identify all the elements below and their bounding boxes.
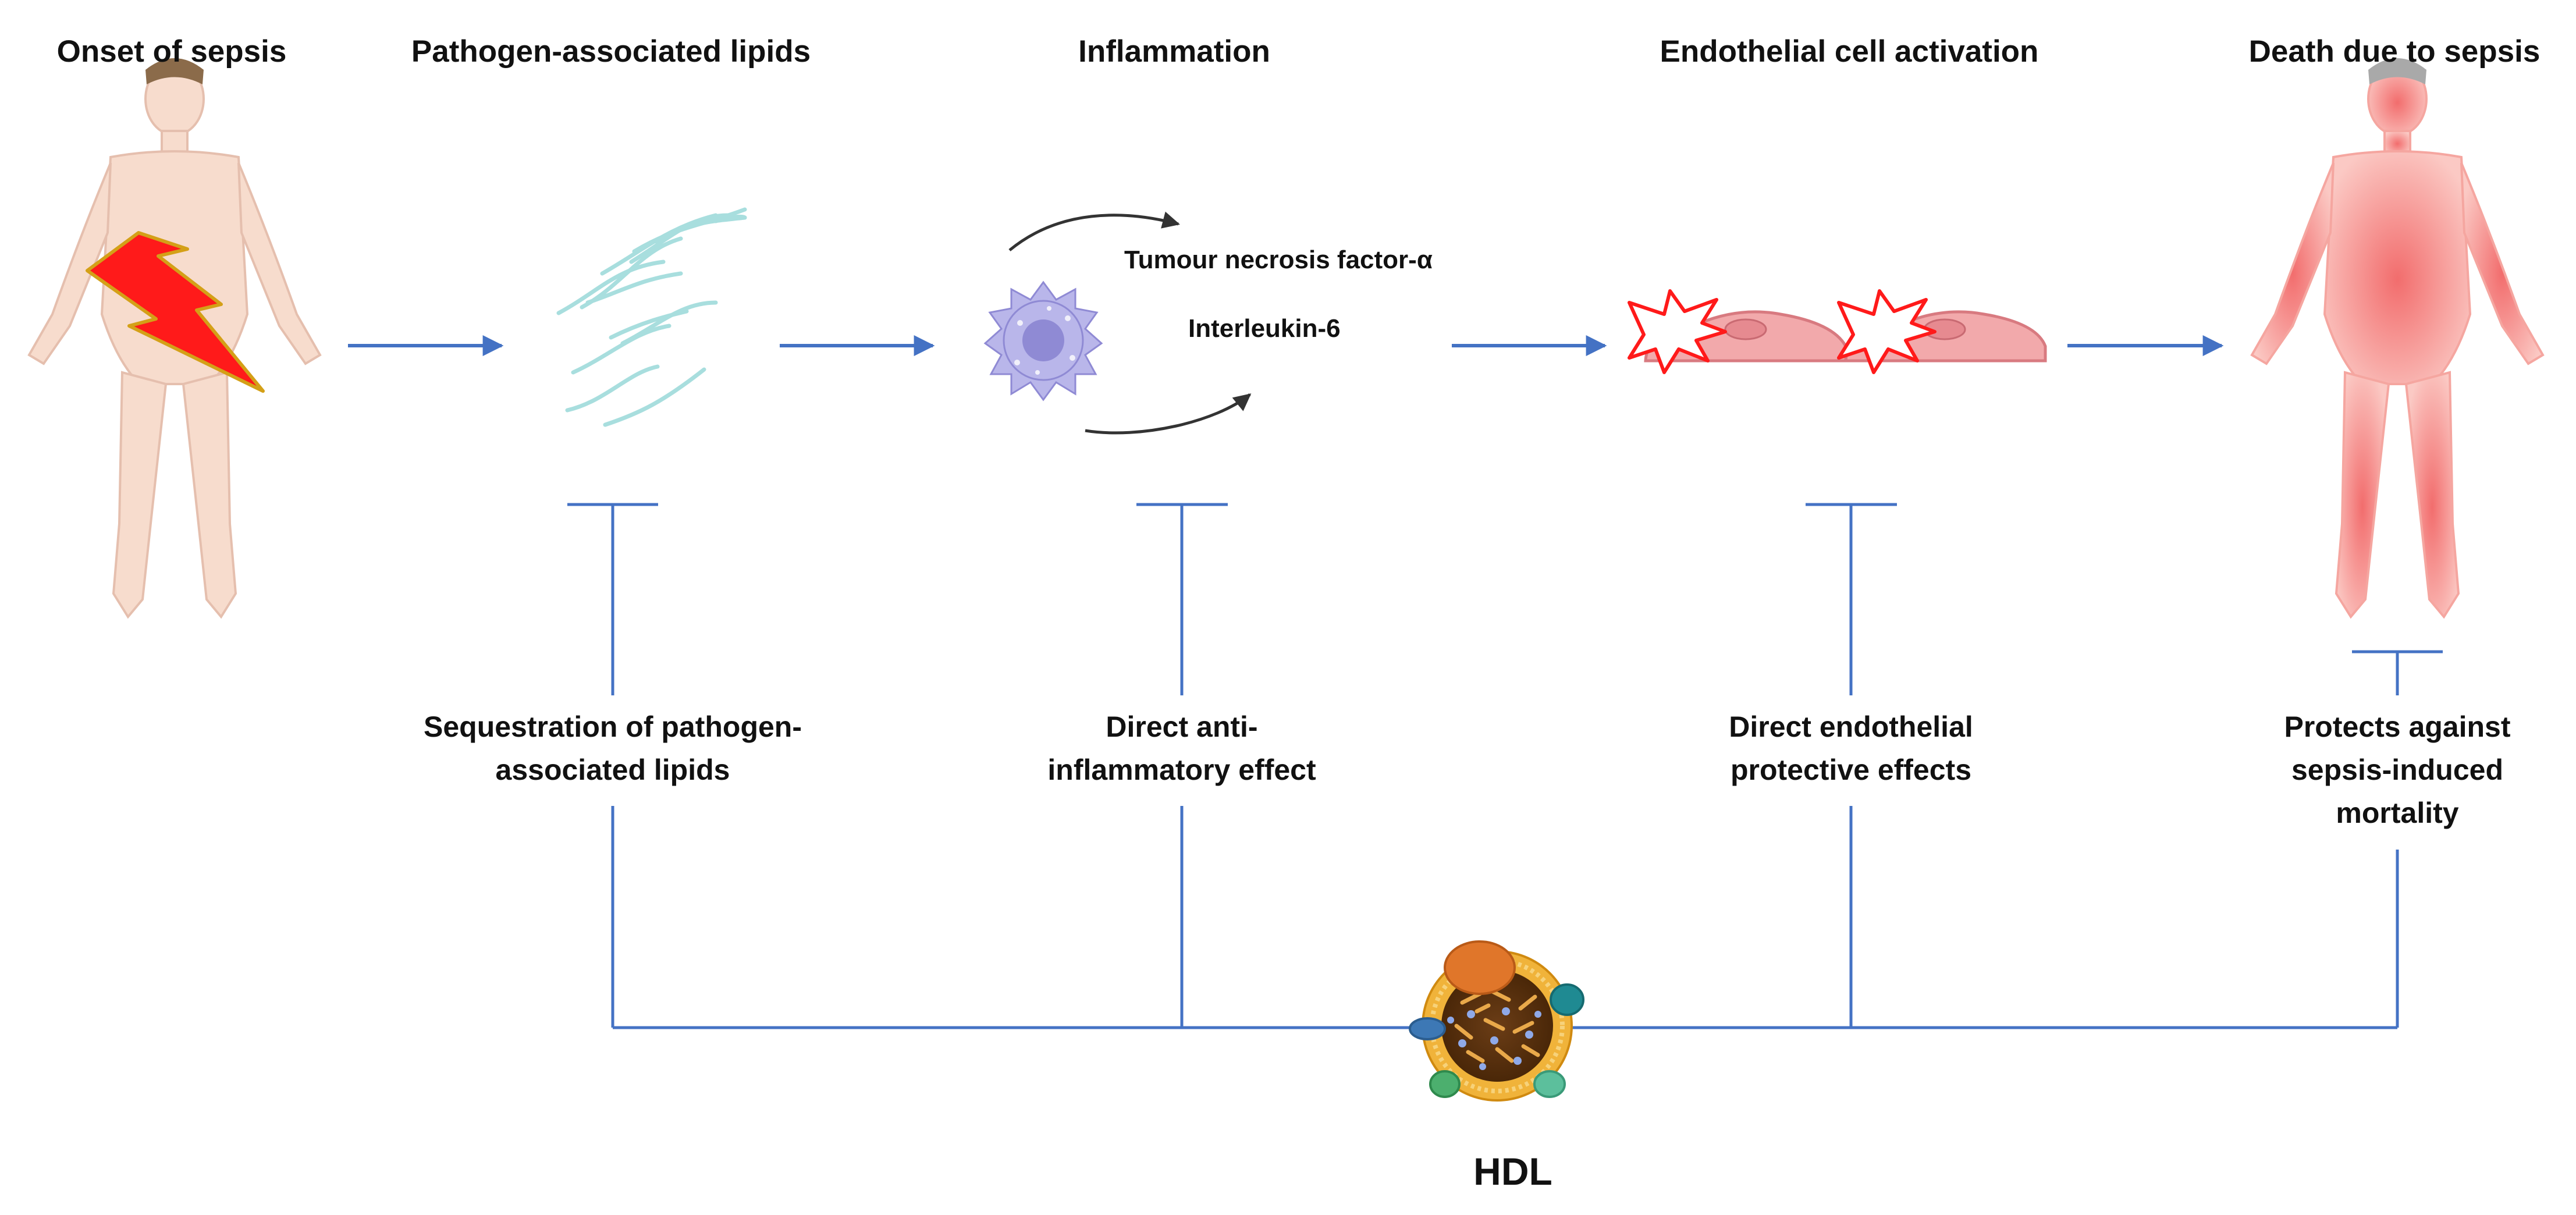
effect-line: Sequestration of pathogen- [424, 710, 802, 743]
cytokine-arrow-top [1008, 211, 1180, 251]
burst-icon [1628, 289, 1937, 374]
effect-line: associated lipids [495, 754, 730, 786]
inhibit-bar-lipids [567, 503, 658, 1028]
effect-label-anti-inflammatory: Direct anti- inflammatory effect [1047, 705, 1316, 791]
inhibit-bar-inflammation [1136, 503, 1228, 1028]
effect-line: Direct anti- [1106, 710, 1258, 743]
cytokine-il6: Interleukin-6 [1188, 314, 1341, 343]
effect-line: mortality [2336, 797, 2459, 829]
effect-line: Direct endothelial [1729, 710, 1973, 743]
human-figure-icon [2250, 58, 2545, 619]
effect-line: inflammatory effect [1047, 754, 1316, 786]
stage-title-inflammation: Inflammation [1078, 34, 1270, 69]
cytokine-tnf: Tumour necrosis factor-α [1124, 246, 1433, 274]
inhibit-bar-mortality [2352, 650, 2443, 1028]
stage-title-endothelial: Endothelial cell activation [1660, 34, 2039, 69]
effect-line: Protects against [2284, 710, 2511, 743]
hdl-label: HDL [1473, 1150, 1552, 1193]
stage-title-lipids: Pathogen-associated lipids [411, 34, 811, 69]
stage-title-onset: Onset of sepsis [56, 34, 287, 69]
lipid-strands-icon [556, 207, 747, 427]
effect-label-endothelial: Direct endothelial protective effects [1729, 705, 1973, 791]
effect-label-mortality: Protects against sepsis-induced mortalit… [2284, 705, 2510, 834]
cytokine-arrow-bottom [1085, 393, 1252, 435]
immune-cell-icon [983, 280, 1103, 402]
inhibit-bar-endothelial [1806, 503, 1897, 1028]
effect-label-sequestration: Sequestration of pathogen- associated li… [424, 705, 802, 791]
effect-line: protective effects [1730, 754, 1972, 786]
stage-title-death: Death due to sepsis [2248, 34, 2541, 69]
endothelial-nucleus [1724, 318, 1767, 340]
hdl-particle-icon [1409, 940, 1584, 1102]
lightning-bolt-icon [86, 231, 265, 393]
effect-line: sepsis-induced [2291, 754, 2503, 786]
